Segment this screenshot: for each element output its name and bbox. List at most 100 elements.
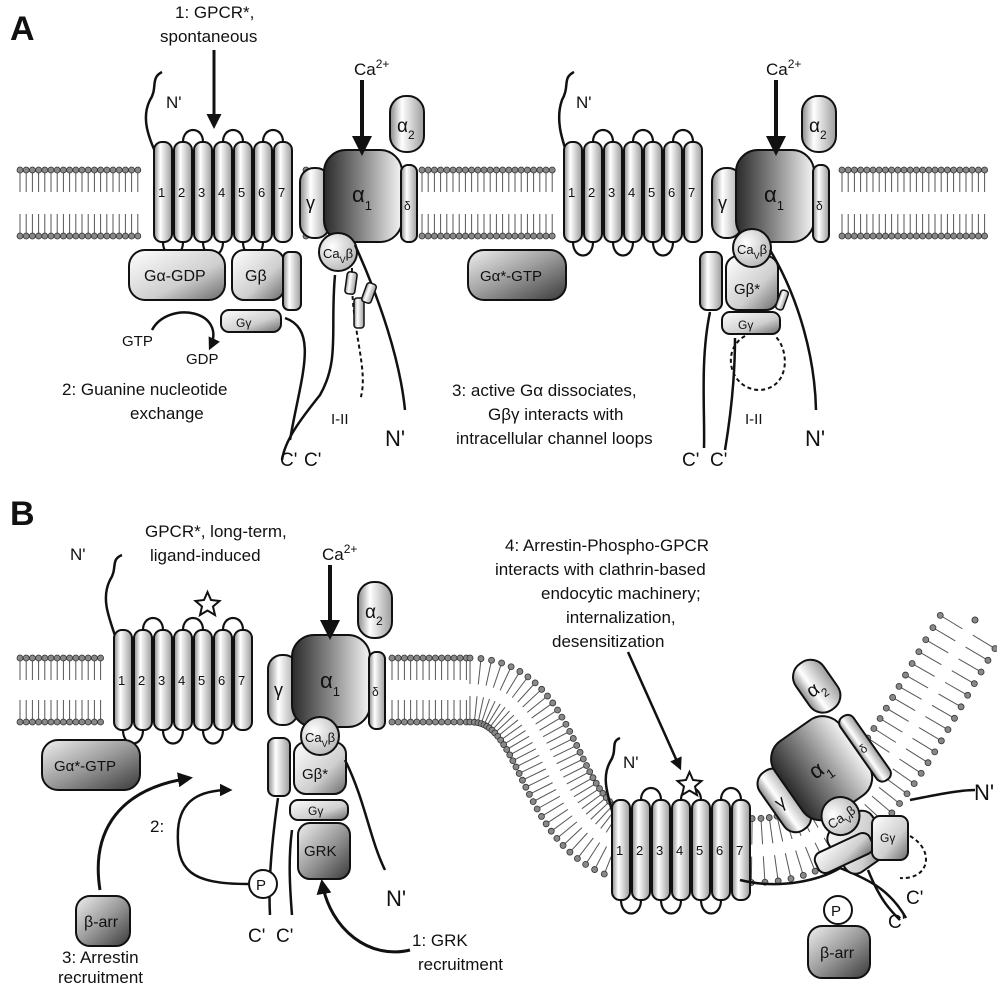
lipid-tail [785, 853, 791, 878]
gtp-label: GTP [122, 333, 153, 350]
lipid-head [98, 167, 104, 173]
lipid-head [135, 233, 141, 239]
lipid-head [539, 686, 545, 692]
lipid-head [923, 637, 929, 643]
lipid-head [944, 167, 950, 173]
lipid-head [858, 233, 864, 239]
c-term-label-2: C' [710, 450, 727, 471]
exchange-arrow [152, 312, 213, 348]
lipid-head [73, 167, 79, 173]
lipid-tail [940, 615, 962, 629]
lipid-tail [582, 793, 603, 808]
lipid-head [110, 233, 116, 239]
lipid-head [882, 233, 888, 239]
lipid-head [426, 655, 432, 661]
lipid-tail [486, 660, 491, 685]
lipid-head [570, 735, 576, 741]
lipid-tail [886, 778, 907, 793]
step2-line1: 2: Guanine nucleotide [62, 380, 227, 399]
helix-number: 4 [218, 185, 225, 200]
lipid-head [877, 716, 883, 722]
lipid-head [401, 719, 407, 725]
lipid-head [907, 167, 913, 173]
arrestin-arrow [98, 778, 190, 890]
channel-loop-helix [354, 298, 364, 328]
lipid-head [73, 233, 79, 239]
lipid-head [73, 655, 79, 661]
step4-line4: internalization, [566, 608, 676, 627]
lipid-head [972, 617, 978, 623]
lipid-head [543, 821, 549, 827]
lipid-head [555, 707, 561, 713]
lipid-head [17, 167, 23, 173]
lipid-head [79, 233, 85, 239]
step2-line2: exchange [130, 404, 204, 423]
g-gamma-anchor [283, 252, 301, 310]
lipid-head [938, 738, 944, 744]
g-gamma-label: Gγ [880, 831, 895, 845]
beta-arrestin-label: β-arr [820, 945, 855, 962]
lipid-head [487, 167, 493, 173]
g-gamma-anchor [700, 252, 722, 310]
lipid-head [524, 233, 530, 239]
lipid-tail [893, 697, 915, 710]
lipid-head [957, 167, 963, 173]
lipid-head [937, 612, 943, 618]
lipid-head [425, 167, 431, 173]
lipid-head [129, 233, 135, 239]
lipid-head [67, 655, 73, 661]
lipid-head [904, 791, 910, 797]
lipid-head [864, 167, 870, 173]
c-term-label-2: C' [304, 450, 321, 471]
lipid-head [23, 167, 29, 173]
lipid-tail [912, 664, 935, 677]
lipid-tail [973, 635, 995, 649]
lipid-head [580, 756, 586, 762]
lipid-head [432, 719, 438, 725]
panel-a-label: A [10, 10, 35, 48]
lipid-head [79, 167, 85, 173]
step3-line2: recruitment [58, 968, 143, 984]
helix-number: 6 [218, 673, 225, 688]
lipid-head [104, 167, 110, 173]
g-alpha-gtp-label: Gα*-GTP [54, 758, 116, 775]
lipid-head [975, 167, 981, 173]
lipid-head [42, 655, 48, 661]
lipid-head [992, 646, 997, 652]
helix-number: 4 [628, 185, 635, 200]
lipid-head [920, 233, 926, 239]
step3-line2: Gβγ interacts with [488, 405, 623, 424]
lipid-head [517, 668, 523, 674]
c-terminus-2 [290, 830, 292, 915]
lipid-head [911, 781, 917, 787]
gpcr-loop [633, 130, 653, 142]
lipid-head [845, 167, 851, 173]
step4-line5: desensitization [552, 632, 664, 651]
lipid-tail [796, 851, 804, 876]
step1-line1: 1: GRK [412, 931, 468, 950]
lipid-tail [532, 703, 553, 718]
lipid-tail [919, 652, 942, 665]
lipid-head [42, 233, 48, 239]
gpcr-loop [263, 130, 283, 142]
step1-line2: spontaneous [160, 27, 257, 46]
lipid-head [79, 655, 85, 661]
lipid-tail [523, 689, 542, 707]
lipid-head [36, 719, 42, 725]
helix-number: 7 [278, 185, 285, 200]
lipid-head [758, 815, 764, 821]
lipid-head [23, 719, 29, 725]
lipid-head [17, 233, 23, 239]
gpcr-loop [143, 618, 163, 630]
panel-b-label: B [10, 495, 35, 533]
lipid-head [129, 167, 135, 173]
lipid-tail [899, 686, 922, 699]
grk-label: GRK [304, 843, 337, 860]
lipid-head [930, 625, 936, 631]
lipid-head [420, 655, 426, 661]
lipid-head [17, 655, 23, 661]
lipid-head [938, 233, 944, 239]
lipid-head [110, 167, 116, 173]
lipid-head [945, 727, 951, 733]
lipid-head [85, 655, 91, 661]
